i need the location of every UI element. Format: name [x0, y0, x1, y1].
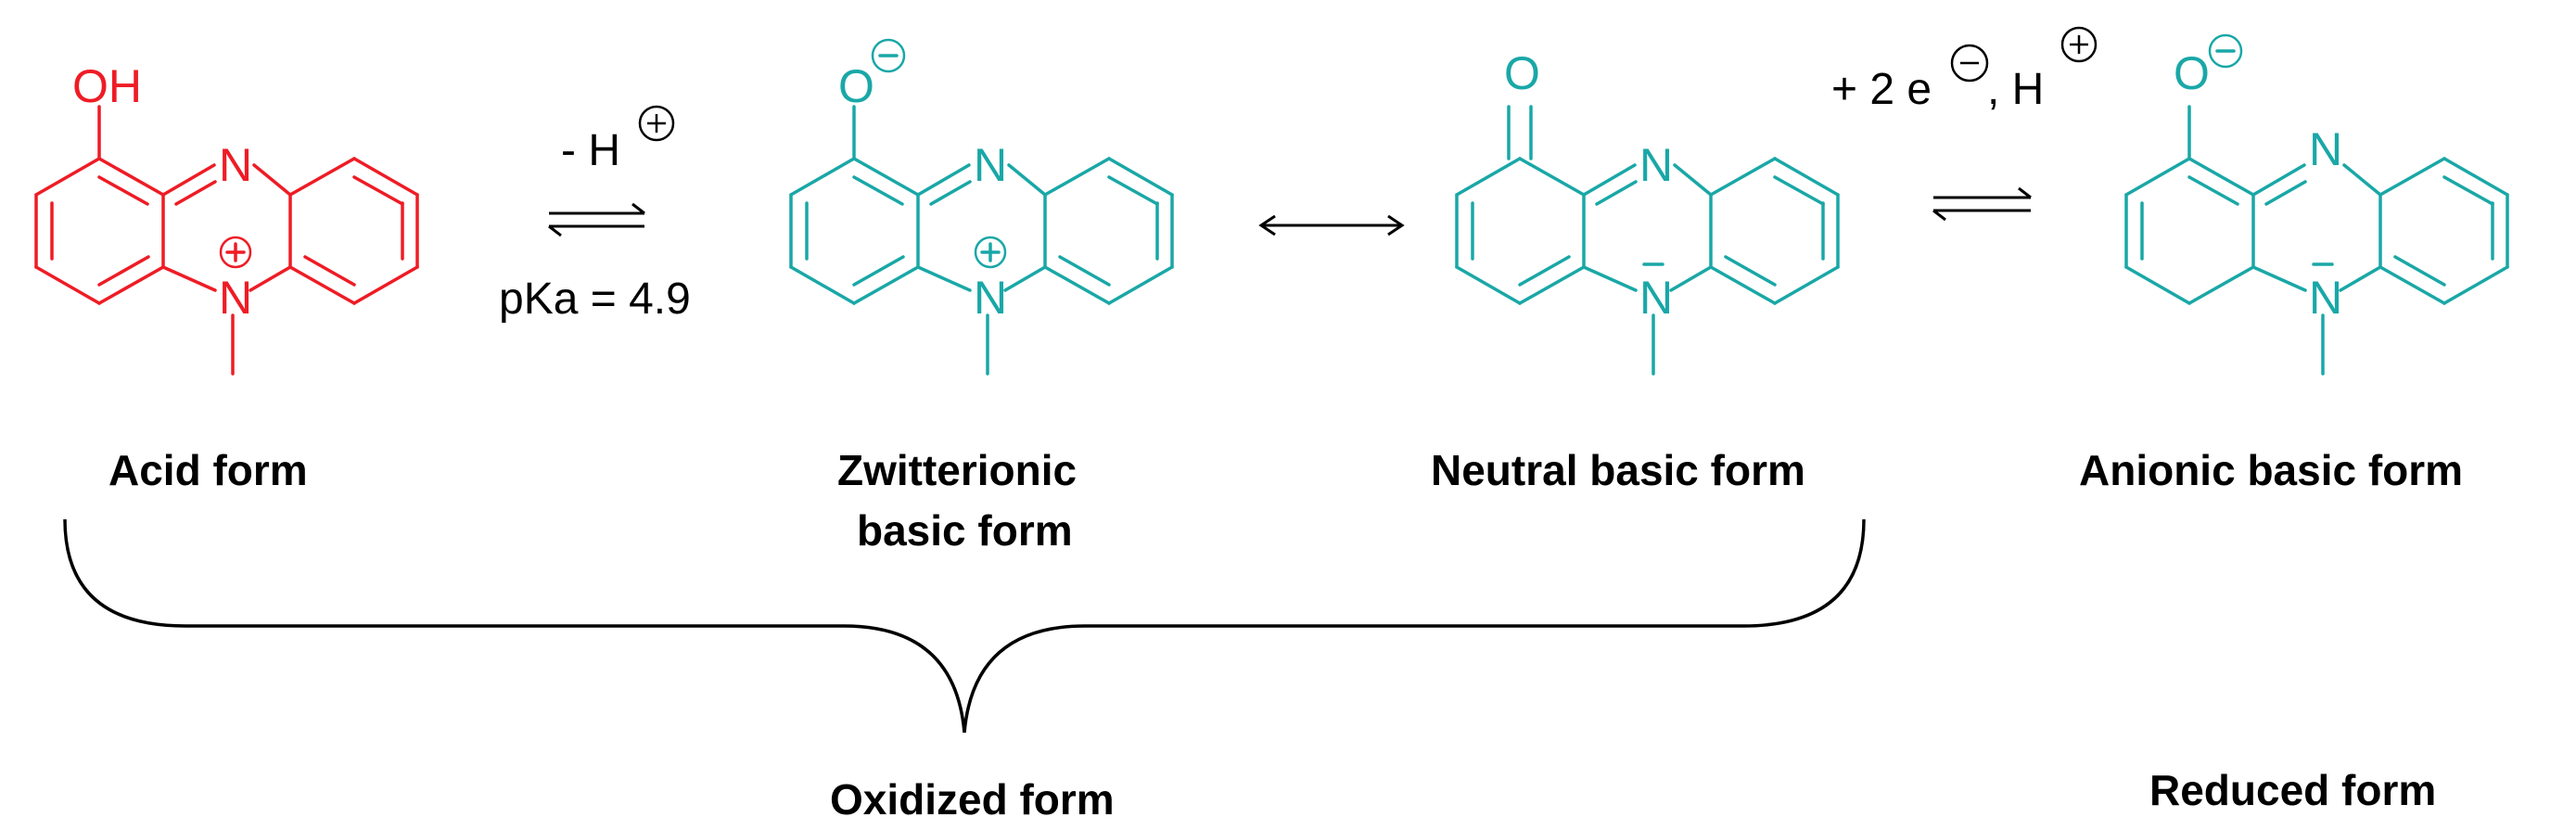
oxidized-form-caption: Oxidized form: [830, 775, 1115, 824]
zwitterionic-caption-line2: basic form: [857, 506, 1073, 555]
minus-charge-icon: [1950, 44, 1989, 83]
plus-charge-icon: [974, 236, 1007, 269]
neutral-n-minus-label: N: [1639, 272, 1673, 324]
neutral-n-label: N: [1639, 139, 1673, 191]
equilibrium-arrow-1: [548, 202, 645, 237]
acid-n-plus-label: N: [219, 272, 252, 324]
minus-charge-icon: [2208, 33, 2243, 69]
reduction-suffix-label: , H: [1987, 65, 2044, 114]
anionic-basic-form-caption: Anionic basic form: [2079, 446, 2463, 494]
plus-charge-icon: [219, 236, 252, 269]
reduction-prefix-label: + 2 e: [1831, 65, 1932, 114]
neutral-carbonyl-o-label: O: [1504, 47, 1540, 99]
anionic-basic-form-structure: O N N: [2124, 33, 2509, 376]
equilibrium-arrow-2: [1932, 186, 2032, 222]
zwitterionic-caption-line1: Zwitterionic: [837, 446, 1077, 494]
anion-n-minus-label: N: [2309, 272, 2342, 324]
acid-form-structure: OH N N: [34, 60, 419, 376]
minus-charge-icon: [871, 38, 906, 73]
zwitterionic-form-structure: O N N: [789, 38, 1174, 376]
anion-n-label: N: [2309, 123, 2342, 175]
zwitterion-o-label: O: [838, 60, 874, 112]
pka-label: pKa = 4.9: [499, 275, 691, 324]
plus-charge-icon: [638, 105, 675, 142]
zwitterion-n-label: N: [974, 139, 1007, 191]
plus-charge-icon: [2060, 26, 2098, 63]
neutral-basic-form-structure: O N N: [1455, 47, 1840, 376]
acid-n-label: N: [219, 139, 252, 191]
deprotonation-label: - H: [561, 126, 620, 175]
reduced-form-caption: Reduced form: [2149, 766, 2436, 814]
resonance-arrow: [1258, 214, 1405, 236]
zwitterion-n-plus-label: N: [974, 272, 1007, 324]
acid-form-caption: Acid form: [108, 446, 308, 494]
anion-o-label: O: [2174, 47, 2210, 99]
acid-oh-label: OH: [72, 60, 142, 112]
neutral-basic-form-caption: Neutral basic form: [1431, 446, 1805, 494]
oxidized-forms-brace: [63, 518, 1866, 734]
